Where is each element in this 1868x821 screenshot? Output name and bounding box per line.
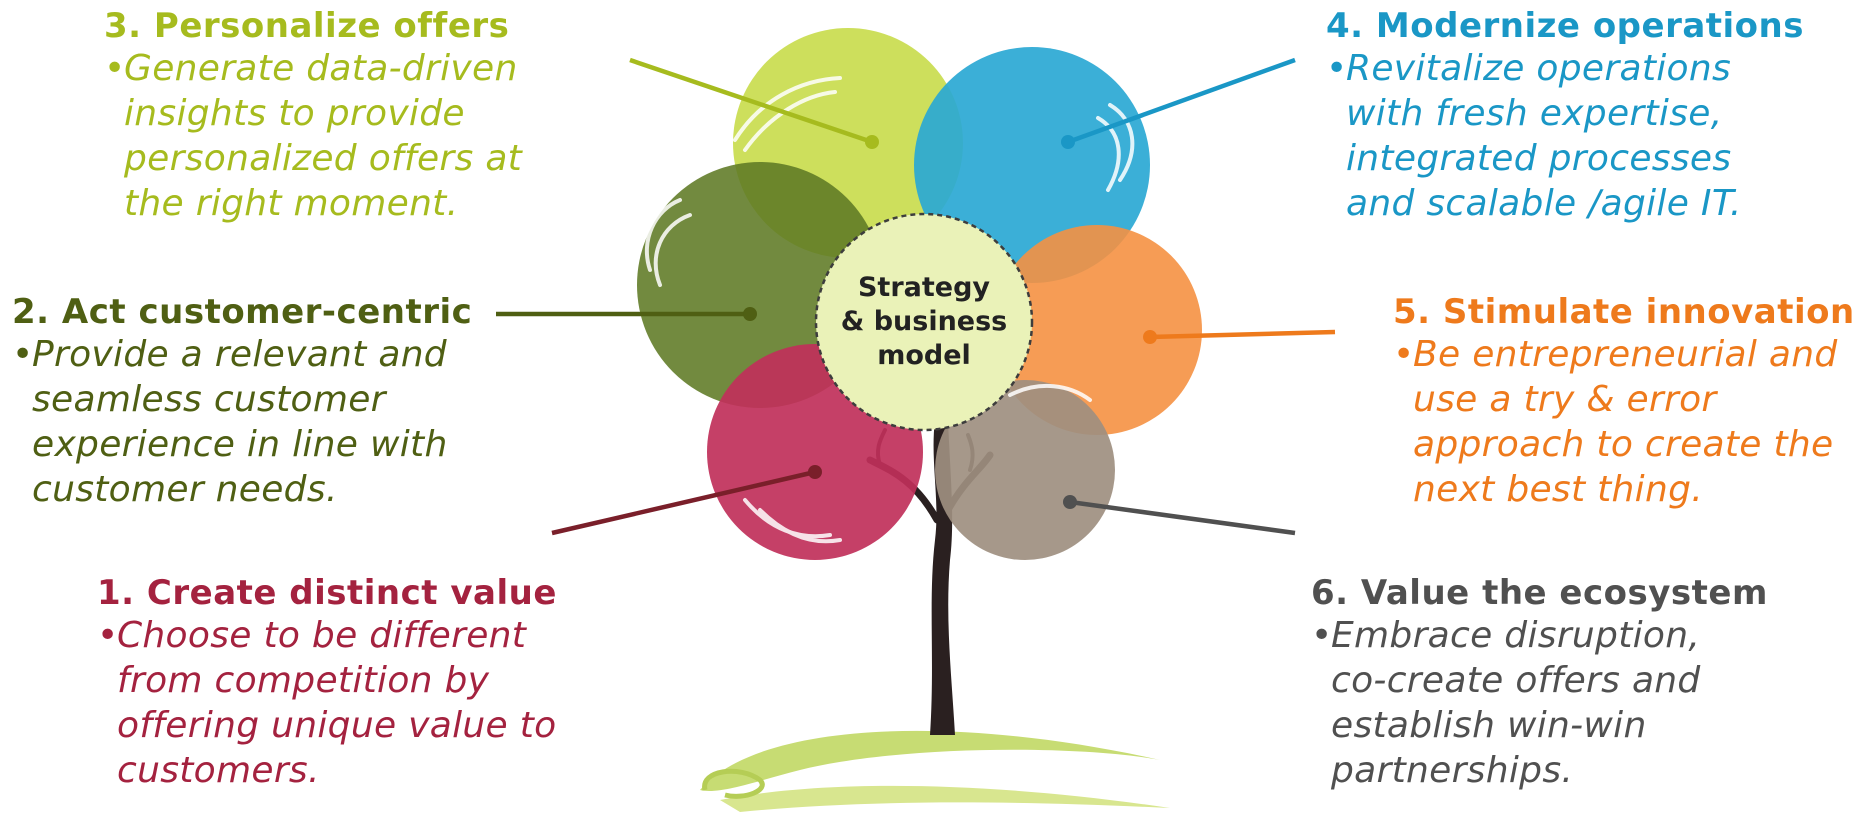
connector-dot-operations [1061,135,1075,149]
leaf-flourishes [644,76,1135,544]
bullet-line: partnerships. [1331,750,1574,791]
bullet-line: customers. [117,750,320,791]
bullet-line: seamless customer [32,379,386,420]
connector-dot-personalize [865,135,879,149]
bullet-line: insights to provide [124,93,465,134]
bullet-line: from competition by [117,660,490,701]
bullet-line: with fresh expertise, [1346,93,1723,134]
bullet-line: Revitalize operations [1346,48,1732,89]
block-modernize-operations: 4. Modernize operations • Revitalize ope… [1326,6,1804,226]
bullet-line: Generate data-driven [124,48,518,89]
connector-innovation [1149,329,1336,340]
leaf-ecosystem [935,380,1115,560]
connector-lines [496,57,1336,536]
bullet-line: Provide a relevant and [32,334,447,375]
block-title: 2. Act customer-centric [12,292,473,332]
bullet-dot-icon: • [97,615,119,656]
bullet-line: co-create offers and [1331,660,1701,701]
bullet-line: Choose to be different [117,615,527,656]
bullet-dot-icon: • [104,48,126,89]
block-title: 6. Value the ecosystem [1311,573,1768,613]
connector-dot-innovation [1143,330,1157,344]
center-label-line: & business [840,306,1008,337]
bullet-dot-icon: • [1311,615,1333,656]
bullet-text: • Embrace disruption, co-create offers a… [1311,613,1768,793]
bullet-dot-icon: • [12,334,34,375]
bullet-line: establish win-win [1331,705,1647,746]
connector-dot-distinct-value [808,465,822,479]
bullet-line: experience in line with [32,424,448,465]
connector-ecosystem [1069,499,1296,536]
block-create-distinct-value: 1. Create distinct value • Choose to be … [97,573,557,793]
block-title: 1. Create distinct value [97,573,557,613]
block-act-customer-centric: 2. Act customer-centric • Provide a rele… [12,292,472,512]
bullet-dot-icon: • [1393,334,1415,375]
connector-personalize [629,57,873,145]
block-title: 5. Stimulate innovation [1393,292,1855,332]
grass-ground [700,730,1170,812]
connector-operations [1067,57,1296,145]
block-value-ecosystem: 6. Value the ecosystem • Embrace disrupt… [1311,573,1768,793]
bullet-text: • Generate data-driven insights to provi… [104,46,522,226]
block-personalize-offers: 3. Personalize offers • Generate data-dr… [104,6,522,226]
bullet-line: offering unique value to [117,705,557,746]
bullet-line: approach to create the [1413,424,1834,465]
bullet-line: use a try & error [1413,379,1717,420]
bullet-line: customer needs. [32,469,338,510]
bullet-line: and scalable /agile IT. [1346,183,1742,224]
block-title: 4. Modernize operations [1326,6,1804,46]
connector-distinct-value [551,469,816,536]
bullet-line: Embrace disruption, [1331,615,1701,656]
center-circle [814,212,1034,432]
bullet-line: integrated processes [1346,138,1732,179]
block-stimulate-innovation: 5. Stimulate innovation • Be entrepreneu… [1393,292,1855,512]
block-title: 3. Personalize offers [104,6,510,46]
center-label-line: model [877,340,971,371]
connector-dot-customer-centric [743,307,757,321]
bullet-text: • Be entrepreneurial and use a try & err… [1393,332,1855,512]
bullet-line: next best thing. [1413,469,1703,510]
bullet-text: • Revitalize operations with fresh exper… [1326,46,1804,226]
bullet-text: • Choose to be different from competitio… [97,613,557,793]
center-label: Strategy & business model [819,271,1029,373]
bullet-line: personalized offers at [124,138,523,179]
bullet-dot-icon: • [1326,48,1348,89]
bullet-text: • Provide a relevant and seamless custom… [12,332,472,512]
bullet-line: the right moment. [124,183,459,224]
connector-dot-ecosystem [1063,495,1077,509]
bullet-line: Be entrepreneurial and [1413,334,1838,375]
center-label-line: Strategy [857,272,991,303]
leaf-operations [914,47,1150,283]
